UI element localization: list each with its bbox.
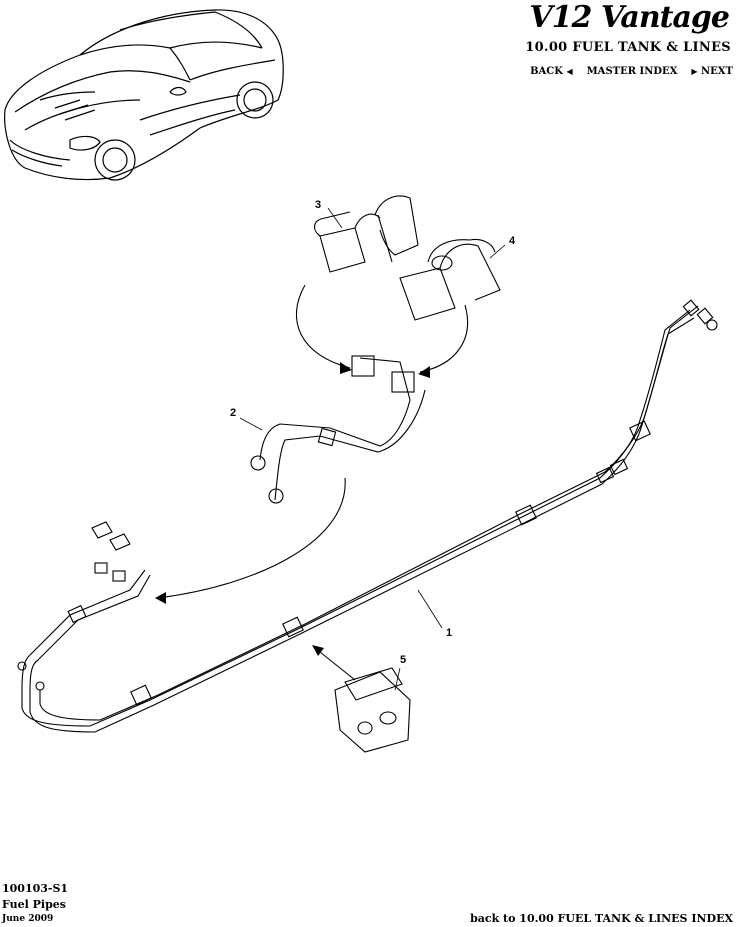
callout-3: 3 [315, 199, 321, 211]
brand-logo: V12 Vantage [529, 0, 730, 35]
back-label: BACK [530, 66, 563, 77]
next-link[interactable]: ▶ NEXT [691, 66, 733, 77]
callout-4: 4 [509, 235, 516, 247]
car-illustration [4, 9, 284, 181]
callout-2: 2 [230, 407, 236, 419]
triangle-left-icon: ◀ [566, 66, 573, 76]
pipe-clip-item-3 [314, 195, 419, 273]
part-number: 100103-S1 [2, 882, 69, 895]
fuel-pipe-sub-assembly [250, 355, 426, 504]
back-link[interactable]: BACK ◀ [530, 66, 573, 77]
section-title: 10.00 FUEL TANK & LINES [525, 40, 731, 55]
back-to-index-link[interactable]: back to 10.00 FUEL TANK & LINES INDEX [470, 912, 733, 925]
fuel-pipes-diagram: 1 2 3 4 5 [17, 195, 718, 753]
publication-date: June 2009 [2, 914, 54, 924]
fuel-pipe-assembly [17, 299, 718, 733]
master-index-link[interactable]: MASTER INDEX [586, 66, 678, 77]
triangle-right-icon: ▶ [691, 66, 698, 76]
navigation-bar: BACK ◀ MASTER INDEX ▶ NEXT [530, 66, 733, 77]
next-label: NEXT [701, 66, 733, 77]
callout-5: 5 [400, 654, 406, 666]
callout-1: 1 [446, 627, 452, 639]
pipe-clip-item-5 [334, 667, 411, 753]
pipe-clip-item-4 [399, 238, 501, 321]
part-name: Fuel Pipes [2, 898, 66, 911]
